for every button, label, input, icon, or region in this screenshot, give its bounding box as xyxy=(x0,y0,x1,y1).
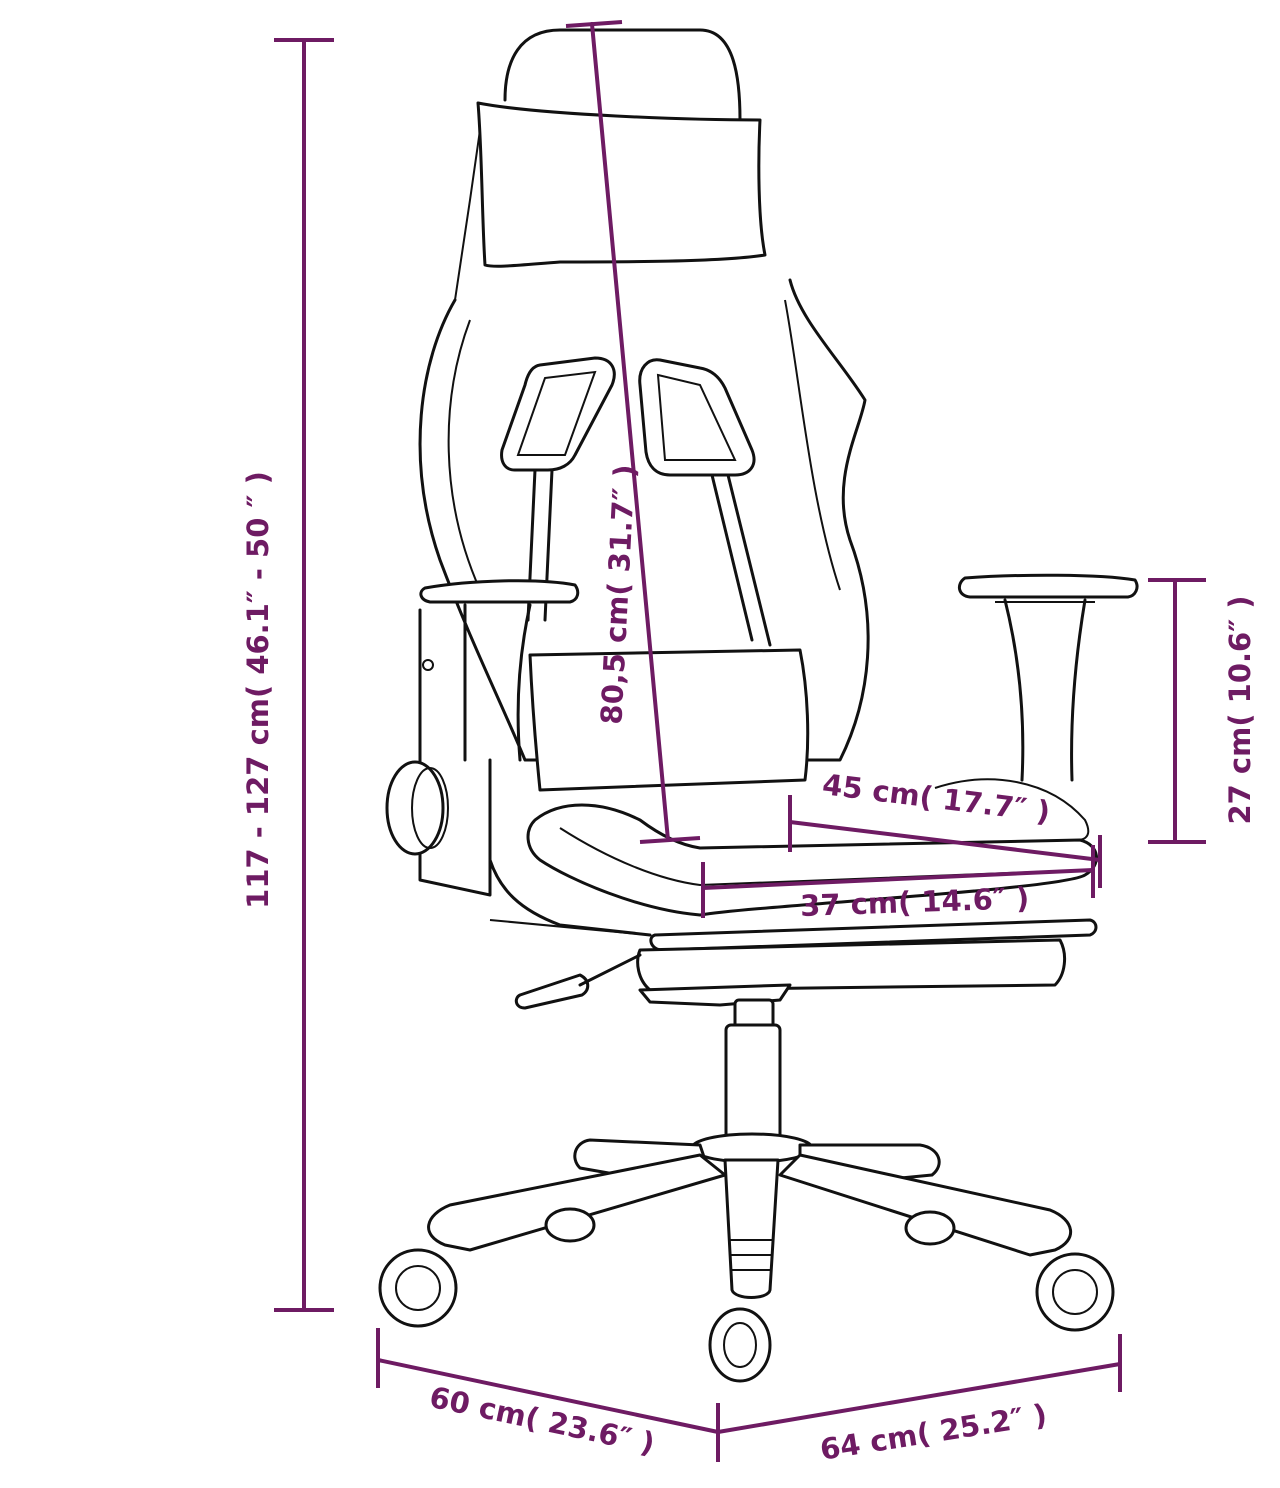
backrest-cutout-left xyxy=(500,356,616,472)
dim-backrest-line xyxy=(590,22,670,842)
armrest-left-pad xyxy=(419,579,580,604)
dim-base-width-line xyxy=(716,1362,1122,1434)
caster-right xyxy=(1035,1252,1115,1332)
backrest-inner-left xyxy=(447,319,481,591)
headrest-top xyxy=(503,28,742,122)
base-leg-left xyxy=(427,1153,727,1252)
armrest-left-post xyxy=(463,603,532,762)
dimension-lines xyxy=(274,20,1206,1462)
backrest-cutout-right-inner xyxy=(656,373,737,461)
dim-seat-depth-line xyxy=(788,820,1102,862)
base-leg-right xyxy=(778,1153,1073,1257)
label-armrest-height: 27 cm( 10.6″ ) xyxy=(1223,595,1257,824)
armrest-right-pad xyxy=(957,573,1139,599)
backrest-strut-right xyxy=(710,473,754,642)
lumbar-pillow xyxy=(528,648,810,792)
caster-front xyxy=(708,1307,772,1383)
backrest-cutout-right xyxy=(638,358,756,477)
head-pillow xyxy=(476,101,767,268)
label-seat-width: 37 cm( 14.6″ ) xyxy=(800,881,1030,923)
caster-back-right xyxy=(904,1210,956,1246)
headrest-strap xyxy=(454,129,481,301)
footrest-pad xyxy=(636,938,1067,992)
backrest-inner-right xyxy=(784,299,841,591)
dim-base-depth-line xyxy=(376,1358,720,1434)
armrest-right-post xyxy=(1003,598,1087,782)
backrest-shell xyxy=(418,278,870,762)
recline-knob-inner xyxy=(411,767,449,849)
gas-lever xyxy=(514,973,590,1010)
recline-knob xyxy=(385,760,445,856)
seat-cushion xyxy=(526,803,1098,917)
armrest-left-bolt xyxy=(422,659,434,671)
seat-cushion-edge xyxy=(559,827,1086,887)
caster-left xyxy=(378,1248,458,1328)
label-base-depth: 60 cm( 23.6″ ) xyxy=(427,1380,658,1461)
label-seat-depth: 45 cm( 17.7″ ) xyxy=(820,767,1052,829)
backrest-cutout-left-inner xyxy=(516,370,597,456)
base-leg-front-ribs xyxy=(730,1239,772,1271)
gas-lever-arm xyxy=(578,953,642,987)
backrest-strut-right-b xyxy=(726,473,772,647)
seat-frame-left xyxy=(488,858,652,937)
chair-drawing xyxy=(378,28,1139,1383)
gas-cylinder xyxy=(724,1023,782,1147)
base-hub xyxy=(690,1132,814,1164)
dim-backrest-tick-bottom xyxy=(639,836,701,844)
dim-seat-width-line xyxy=(701,868,1095,890)
footrest-rail xyxy=(489,919,651,936)
armrest-left-bracket xyxy=(418,608,492,897)
label-total-height: 117 - 127 cm( 46.1″ - 50 ″ ) xyxy=(241,471,275,909)
base-leg-front xyxy=(723,1158,780,1299)
caster-back-left xyxy=(544,1207,596,1243)
footrest-bar xyxy=(649,918,1098,952)
dim-backrest-tick-top xyxy=(565,20,623,28)
seat-cushion-front xyxy=(934,778,1090,841)
